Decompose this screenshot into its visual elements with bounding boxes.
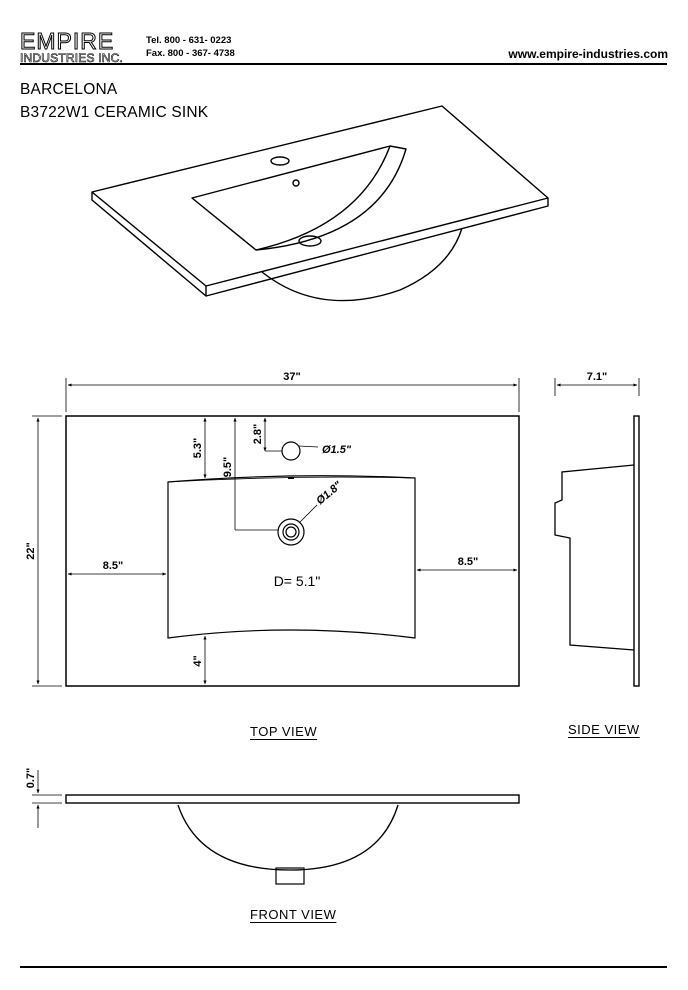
front-view <box>32 770 520 885</box>
website-url: www.empire-industries.com <box>508 47 668 61</box>
front-view-label: FRONT VIEW <box>250 907 337 922</box>
dimension-labels: 37" 22" 8.5" 8.5" 5.3" 2.8" 9.5" 4" Ø1.5… <box>25 371 607 788</box>
dim-right-margin: 8.5" <box>458 556 479 568</box>
dim-left-margin: 8.5" <box>103 560 124 572</box>
side-view <box>554 378 640 687</box>
dim-overall-width: 37" <box>283 371 300 383</box>
bowl-depth: D= 5.1" <box>274 573 321 589</box>
fax-number: Fax. 800 - 367- 4738 <box>146 48 235 59</box>
dim-overall-height: 22" <box>25 542 37 559</box>
faucet-hole-diameter: Ø1.5" <box>322 444 352 456</box>
phone-number: Tel. 800 - 631- 0223 <box>146 35 232 46</box>
logo-main-text: EMPIRE <box>19 28 115 54</box>
drain-hole-diameter: Ø1.8" <box>314 479 345 507</box>
top-view-label: TOP VIEW <box>250 724 318 739</box>
dim-bowl-offset: 5.3" <box>192 438 204 459</box>
logo-sub-text: INDUSTRIES INC. <box>20 51 124 65</box>
empire-logo: EMPIRE INDUSTRIES INC. <box>19 28 132 65</box>
perspective-view <box>91 105 549 302</box>
product-model: B3722W1 CERAMIC SINK <box>20 104 209 121</box>
dim-faucet-offset: 2.8" <box>252 424 264 445</box>
header-rule <box>20 63 667 65</box>
top-view <box>32 378 520 687</box>
dim-drain-offset: 9.5" <box>222 457 234 478</box>
side-view-label: SIDE VIEW <box>568 722 640 737</box>
dim-side-width: 7.1" <box>587 371 608 383</box>
product-line: BARCELONA <box>20 81 118 98</box>
dim-front-thickness: 0.7" <box>25 768 37 789</box>
dim-front-margin: 4" <box>192 655 204 666</box>
footer-rule <box>20 966 667 968</box>
